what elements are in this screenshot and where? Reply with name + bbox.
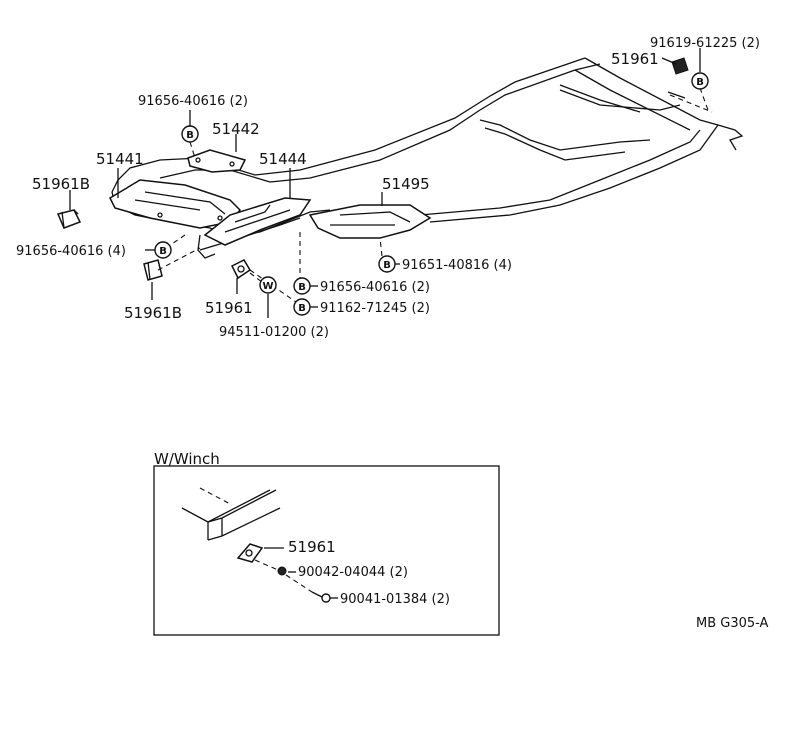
label-51444: 51444	[259, 150, 307, 168]
label-51441: 51441	[96, 150, 144, 168]
label-90041-01384: 90041-01384 (2)	[340, 592, 450, 607]
skid-plate-51495	[308, 204, 432, 239]
bolt-symbol-left: B	[154, 241, 172, 259]
skid-plate-51441	[109, 179, 242, 229]
label-91162-71245: 91162-71245 (2)	[320, 301, 430, 316]
svg-text:B: B	[696, 77, 704, 88]
label-91619-61225: 91619-61225 (2)	[650, 36, 760, 51]
hook-51961-top	[667, 57, 689, 99]
bolt-symbol-mid-1: B	[293, 277, 311, 295]
label-51442: 51442	[212, 120, 260, 138]
label-51495: 51495	[382, 175, 430, 193]
svg-text:B: B	[298, 303, 306, 314]
figure-code: MB G305-A	[696, 616, 769, 631]
mount-51961b-left	[56, 209, 82, 229]
leader-lines	[69, 48, 713, 318]
mount-51961b-bottom	[143, 259, 163, 281]
label-91651-40816: 91651-40816 (4)	[402, 258, 512, 273]
label-94511-01200: 94511-01200 (2)	[219, 325, 329, 340]
crossmember-51444	[203, 197, 312, 246]
bolt-symbol-right: B	[378, 255, 396, 273]
label-51961-top: 51961	[611, 50, 659, 68]
label-51961-mid: 51961	[205, 299, 253, 317]
label-91656-40616-top: 91656-40616 (2)	[138, 94, 248, 109]
hook-51961-mid	[230, 259, 252, 280]
winch-inset: W/Winch	[153, 450, 500, 636]
bolt-symbol-mid-2: B	[293, 298, 311, 316]
label-inset-51961: 51961	[288, 538, 336, 556]
label-91656-40616-left: 91656-40616 (4)	[16, 244, 126, 259]
label-90042-04044: 90042-04044 (2)	[298, 565, 408, 580]
label-51961b-bottom: 51961B	[124, 304, 182, 322]
label-51961b-left: 51961B	[32, 175, 90, 193]
svg-text:B: B	[159, 246, 167, 257]
inset-title: W/Winch	[154, 450, 220, 468]
washer-symbol: W	[259, 276, 277, 294]
svg-text:B: B	[298, 282, 306, 293]
label-91656-40616-mid: 91656-40616 (2)	[320, 280, 430, 295]
bolt-symbol-top-left: B	[181, 125, 199, 143]
svg-text:B: B	[383, 260, 391, 271]
svg-text:B: B	[186, 130, 194, 141]
bolt-symbol-top-right: B	[691, 72, 709, 90]
svg-text:W: W	[262, 281, 273, 292]
inset-border	[153, 465, 500, 636]
bracket-51442	[187, 149, 247, 173]
